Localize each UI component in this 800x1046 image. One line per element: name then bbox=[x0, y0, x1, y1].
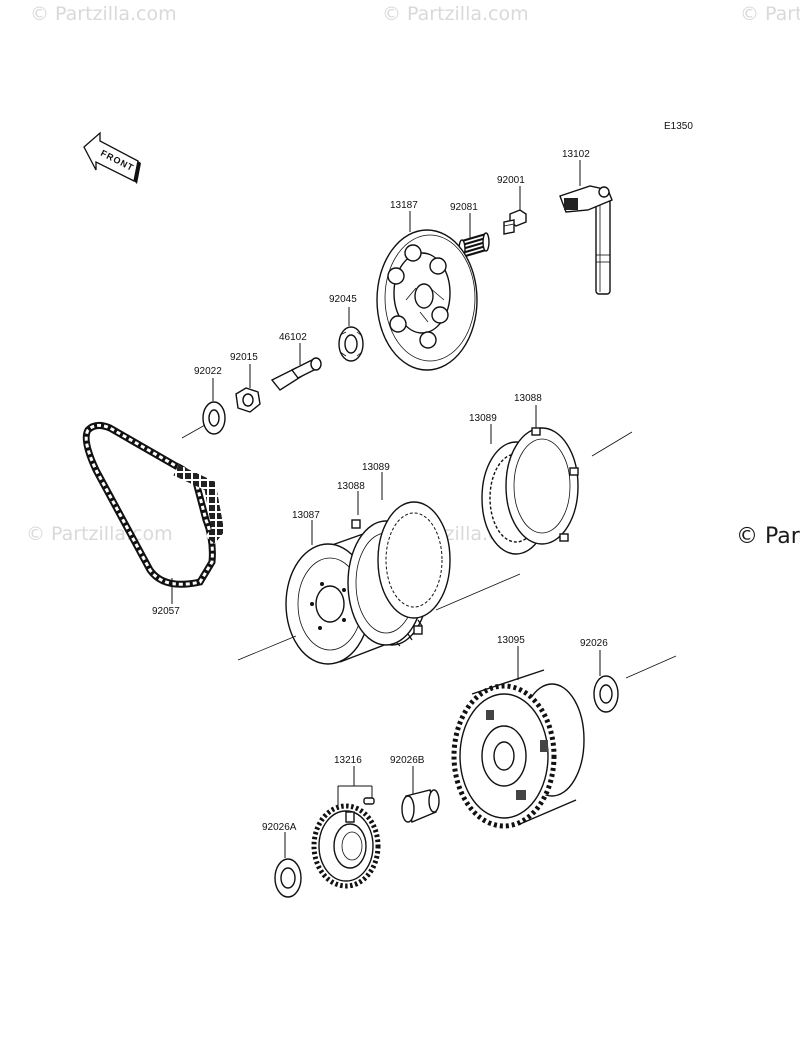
label-92045: 92045 bbox=[329, 294, 357, 305]
label-46102: 46102 bbox=[279, 332, 307, 343]
label-92026A: 92026A bbox=[262, 822, 297, 833]
axis-line-upper-left bbox=[181, 424, 206, 439]
label-13095: 13095 bbox=[497, 635, 525, 646]
part-46102-push-rod bbox=[270, 357, 322, 391]
part-92026A-washer bbox=[274, 858, 302, 898]
watermark-top-left: © Partzilla.com bbox=[30, 3, 177, 25]
part-92026B-collar bbox=[401, 789, 440, 823]
part-92015-nut bbox=[235, 387, 261, 413]
part-92022-washer bbox=[202, 401, 226, 435]
front-arrow-icon: FRONT bbox=[83, 131, 141, 184]
label-13216: 13216 bbox=[334, 755, 362, 766]
watermark-top-center: © Partzilla.com bbox=[382, 3, 529, 25]
watermark-mid-right: © Par bbox=[736, 524, 800, 549]
label-92022: 92022 bbox=[194, 366, 222, 377]
label-13087: 13087 bbox=[292, 510, 320, 521]
label-92026B: 92026B bbox=[390, 755, 425, 766]
label-92001: 92001 bbox=[497, 175, 525, 186]
watermark-top-right: © Partzilla.com bbox=[740, 3, 800, 25]
axis-line-upper-right bbox=[591, 431, 633, 457]
label-92057: 92057 bbox=[152, 606, 180, 617]
axis-line-lower-left bbox=[237, 635, 297, 661]
label-13089-mid: 13089 bbox=[362, 462, 390, 473]
part-92057-chain bbox=[82, 421, 225, 588]
part-13216-gear bbox=[311, 797, 381, 889]
label-13088-top: 13088 bbox=[514, 393, 542, 404]
part-13095-clutch-housing bbox=[451, 668, 585, 829]
diagram-code: E1350 bbox=[664, 121, 693, 132]
watermark-mid-left: © Partzilla.com bbox=[26, 523, 173, 545]
label-13187: 13187 bbox=[390, 200, 418, 211]
axis-line-lower-right bbox=[625, 655, 677, 679]
part-13088-friction-plate-top bbox=[505, 427, 579, 545]
label-92026: 92026 bbox=[580, 638, 608, 649]
axis-line-center bbox=[435, 573, 521, 611]
part-13102-release-shaft bbox=[559, 185, 613, 295]
part-13187-pressure-plate bbox=[376, 229, 478, 371]
label-13102: 13102 bbox=[562, 149, 590, 160]
label-13089-top: 13089 bbox=[469, 413, 497, 424]
part-92045-bearing bbox=[338, 326, 364, 362]
part-92026-washer bbox=[593, 675, 619, 713]
part-13089-steel-plate-mid bbox=[377, 501, 451, 619]
part-92001-bolt bbox=[503, 209, 527, 235]
label-92081: 92081 bbox=[450, 202, 478, 213]
label-13088-mid: 13088 bbox=[337, 481, 365, 492]
label-92015: 92015 bbox=[230, 352, 258, 363]
